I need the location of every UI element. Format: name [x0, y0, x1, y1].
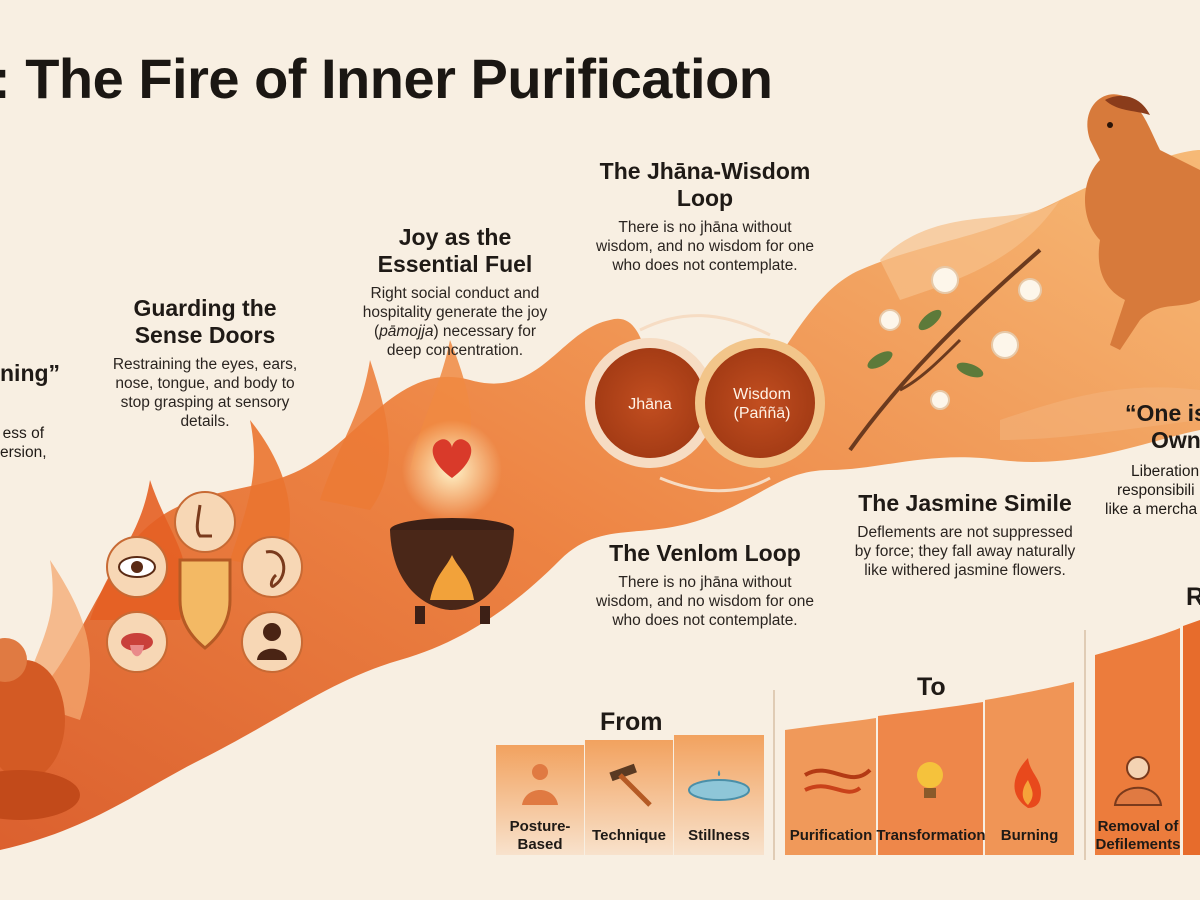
tab-label-removal-line-1: Removal of	[1097, 818, 1179, 835]
right-body-line-1: Liberation	[1131, 463, 1200, 480]
joy-body-line-2: hospitality generate the joy	[362, 304, 548, 321]
flame-icon	[1008, 756, 1048, 810]
venlom-body-line-2: wisdom, and no wisdom for one	[596, 593, 814, 610]
left-partial-section: ning”	[0, 360, 60, 387]
to-header: To	[917, 673, 946, 701]
wind-swirl-icon	[800, 758, 872, 802]
tab-label-burning: Burning	[1000, 827, 1059, 844]
from-header: From	[600, 708, 663, 736]
joy-heading-line-1: Joy as the	[398, 224, 512, 250]
hammer-icon	[605, 760, 655, 808]
tab-label-posture-line-2: Based	[517, 836, 563, 853]
jhana-wisdom-loop-section: The Jhāna-Wisdom Loop There is no jhāna …	[585, 158, 825, 275]
tab-label-posture-line-1: Posture-	[509, 818, 571, 835]
galloping-horse	[1085, 94, 1200, 350]
venlom-heading: The Venlom Loop	[609, 540, 801, 566]
guarding-body-line-1: Restraining the eyes, ears,	[112, 356, 298, 373]
venlom-body-line-1: There is no jhāna without	[618, 574, 792, 591]
tab-label-removal-of-defilements: Removal of Defilements	[1090, 818, 1186, 854]
jasmine-body-line-2: by force; they fall away naturally	[854, 543, 1076, 560]
eye-icon	[107, 537, 167, 597]
jhana-heading-line-1: The Jhāna-Wisdom	[599, 158, 811, 184]
ring-label-wisdom: Wisdom (Paññā)	[720, 385, 804, 423]
guarding-body-line-2: nose, tongue, and body to	[115, 375, 295, 392]
jasmine-body-line-3: like withered jasmine flowers.	[864, 562, 1066, 579]
result-header-partial: R	[1186, 583, 1200, 611]
body-icon	[242, 612, 302, 672]
jhana-body-line-2: wisdom, and no wisdom for one	[596, 238, 814, 255]
joy-body-line-3-rest: ) necessary for	[433, 323, 536, 340]
joy-heading-line-2: Essential Fuel	[377, 251, 533, 277]
venlom-loop-section: The Venlom Loop There is no jhāna withou…	[585, 540, 825, 630]
venlom-body-line-3: who does not contemplate.	[612, 612, 798, 629]
jhana-body-line-1: There is no jhāna without	[618, 219, 792, 236]
joy-body-line-1: Right social conduct and	[370, 285, 540, 302]
right-heading-line-2: Own	[1151, 427, 1200, 453]
nose-icon	[175, 492, 235, 552]
sense-doors-wheel	[106, 491, 303, 673]
left-partial-heading: ning”	[0, 360, 61, 386]
water-bowl-icon	[689, 765, 749, 801]
guarding-body-line-3: stop grasping at sensory	[120, 394, 290, 411]
tab-label-transformation: Transformation	[876, 827, 986, 844]
ring-label-wisdom-line-1: Wisdom	[733, 386, 791, 403]
joy-paren-open: (	[374, 323, 380, 340]
tab-icon-drawings	[522, 756, 1163, 808]
joy-body-line-3: (pāmojja) necessary for	[345, 322, 565, 341]
joy-fuel-section: Joy as the Essential Fuel Right social c…	[345, 224, 565, 360]
flame-river	[0, 150, 1200, 850]
heart-icon	[420, 436, 484, 480]
guarding-heading-line-1: Guarding the	[133, 295, 277, 321]
left-partial-line-2: ersion,	[0, 444, 47, 461]
shield-icon	[175, 555, 235, 650]
tongue-icon	[107, 612, 167, 672]
tab-label-removal-line-2: Defilements	[1095, 836, 1181, 853]
jhana-heading-line-2: Loop	[676, 185, 734, 211]
right-partial-section: “One is Own	[1125, 400, 1200, 454]
pamojja-term: pāmojja	[379, 323, 434, 340]
jasmine-body-line-1: Deflements are not suppressed	[857, 524, 1073, 541]
ring-label-jhana: Jhāna	[628, 396, 672, 413]
meditating-monk-icon	[522, 760, 558, 806]
ear-icon	[242, 537, 302, 597]
cauldron-with-heart	[390, 420, 514, 624]
joy-body-line-4: deep concentration.	[386, 342, 524, 359]
tab-label-stillness: Stillness	[688, 827, 750, 844]
guarding-sense-doors-section: Guarding the Sense Doors Restraining the…	[100, 295, 310, 431]
jhana-body-line-3: who does not contemplate.	[612, 257, 798, 274]
guarding-body-line-4: details.	[180, 413, 230, 430]
jhana-wisdom-rings	[585, 314, 825, 493]
ring-label-wisdom-line-2: (Paññā)	[733, 405, 791, 422]
right-partial-body: Liberation responsibili like a mercha	[1105, 462, 1200, 519]
tab-label-purification: Purification	[789, 827, 873, 844]
jasmine-simile-section: The Jasmine Simile Deflements are not su…	[840, 490, 1090, 580]
jasmine-branch	[848, 248, 1042, 452]
page-title: : The Fire of Inner Purification	[0, 47, 773, 110]
right-body-line-3: like a mercha	[1105, 501, 1198, 518]
right-heading-line-1: “One is	[1125, 400, 1200, 426]
tab-label-posture-based: Posture- Based	[496, 818, 584, 854]
monk-figure-icon	[1114, 756, 1162, 806]
jasmine-heading: The Jasmine Simile	[858, 490, 1072, 516]
right-body-line-2: responsibili	[1117, 482, 1195, 499]
meditating-monk-figure	[0, 638, 80, 820]
guarding-heading-line-2: Sense Doors	[134, 322, 276, 348]
left-partial-line-1: ess of	[2, 425, 44, 442]
tab-label-technique: Technique	[592, 827, 666, 844]
lightbulb-icon	[915, 760, 945, 800]
left-partial-body: ess of ersion,	[0, 424, 47, 462]
